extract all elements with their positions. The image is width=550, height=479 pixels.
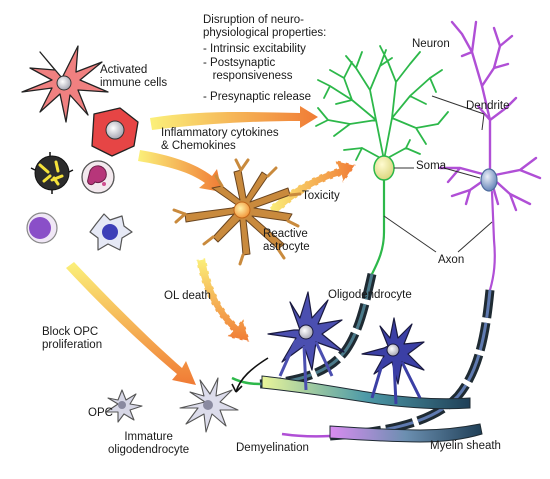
label-activated-immune-cells: Activated immune cells [100,64,168,89]
purple-neuron [438,20,542,292]
arrow-to-neuron [150,106,318,130]
leader-dendrite-green [431,95,485,115]
green-axon-exposed [231,376,261,386]
label-disruption-item-3: - Presynaptic release [203,91,312,103]
leader-lines [383,95,493,253]
green-soma [373,155,395,181]
label-block-opc: Block OPC proliferation [42,326,103,351]
label-opc: OPC [88,407,113,419]
label-oligodendrocyte: Oligodendrocyte [328,289,412,301]
arrow-to-astrocyte [138,150,222,192]
pathway-arrows [66,106,358,385]
purple-dendrite-tree [438,20,542,212]
immune-cells [21,45,139,251]
reactive-astrocyte-icon [172,158,302,266]
label-ol-death: OL death [164,290,211,302]
myelin-bundle-green [261,375,471,410]
label-dendrite: Dendrite [466,100,510,112]
oligodendrocyte-second-icon [361,317,425,405]
mast-cell-icon [30,152,74,194]
label-disruption-item-1: - Intrinsic excitability [203,43,306,55]
neutrophil-icon [81,160,115,194]
leader-soma-purple [443,167,481,179]
arrow-block-opc [66,262,196,385]
leader-dendrite-purple [481,113,485,131]
label-myelin-sheath: Myelin sheath [430,440,501,452]
leader-axon-green [383,215,437,253]
label-soma: Soma [416,160,447,172]
lymphocyte-icon [26,212,58,244]
leader-axon-purple [457,221,493,253]
label-inflammatory: Inflammatory cytokines & Chemokines [161,127,279,152]
label-axon: Axon [438,254,465,266]
label-disruption-title: Disruption of neuro- physiological prope… [203,14,327,39]
label-immature-oligodendrocyte: Immature oligodendrocyte [108,431,190,456]
macrophage-icon [91,107,139,157]
purple-axon-exposed [281,432,331,438]
opc-icon [105,389,143,423]
label-reactive-astrocyte: Reactive astrocyte [263,228,310,253]
myelin-bundle-purple [329,423,483,443]
label-disruption-item-2: - Postsynaptic responsiveness [203,57,293,82]
arrow-demyelination [235,357,269,393]
label-demyelination: Demyelination [236,442,309,454]
green-axon [370,176,386,276]
purple-soma [480,168,498,192]
arrow-toxicity [266,158,358,216]
green-dendrite-tree [315,45,449,161]
oligodendrocyte-main-icon [267,291,345,391]
green-neuron [315,45,449,276]
activated-microglia-icon [21,45,109,123]
label-toxicity: Toxicity [302,190,340,202]
dendritic-cell-icon [89,213,133,251]
myelinated-axons [231,272,495,443]
immature-oligodendrocyte-icon [179,377,239,433]
arrow-ol-death [194,256,252,344]
purple-axon [488,190,496,292]
label-neuron: Neuron [412,38,450,50]
